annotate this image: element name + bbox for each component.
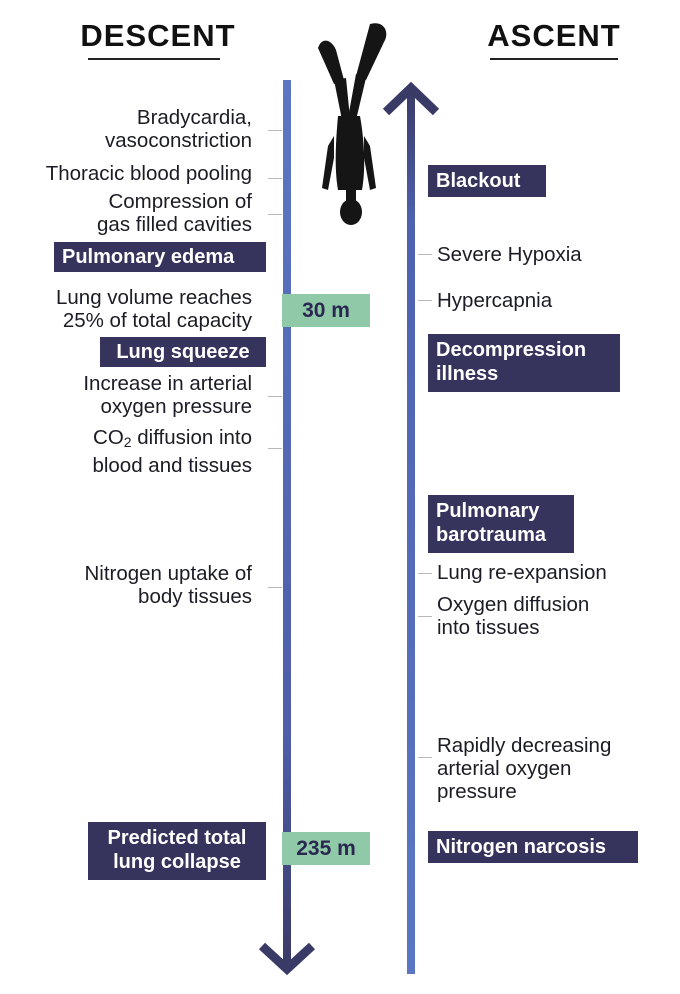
tick: [268, 214, 282, 215]
depth-tag-30m: 30 m: [282, 294, 370, 327]
depth-tag-235m: 235 m: [282, 832, 370, 865]
ascent-arrow: [382, 81, 440, 974]
tick: [418, 757, 432, 758]
descent-item-co2-diffusion: CO2 diffusion into blood and tissues: [92, 426, 252, 477]
ascent-header: ASCENT: [487, 18, 621, 53]
badge-pulmonary-barotrauma: Pulmonary barotrauma: [428, 495, 574, 553]
descent-item-arterial-oxygen: Increase in arterial oxygen pressure: [83, 372, 252, 418]
descent-item-lung-volume: Lung volume reaches 25% of total capacit…: [55, 286, 252, 332]
tick: [418, 300, 432, 301]
descent-item-thoracic-pooling: Thoracic blood pooling: [45, 162, 252, 185]
badge-pulmonary-edema: Pulmonary edema: [54, 242, 266, 272]
descent-item-nitrogen-uptake: Nitrogen uptake of body tissues: [84, 562, 252, 608]
tick: [268, 448, 282, 449]
descent-header: DESCENT: [80, 18, 236, 53]
badge-nitrogen-narcosis: Nitrogen narcosis: [428, 831, 638, 863]
tick: [268, 396, 282, 397]
ascent-item-lung-reexpansion: Lung re-expansion: [437, 561, 607, 584]
tick: [418, 616, 432, 617]
tick: [418, 573, 432, 574]
ascent-item-rapidly-decreasing: Rapidly decreasing arterial oxygen press…: [437, 734, 612, 803]
tick: [268, 178, 282, 179]
tick: [418, 254, 432, 255]
ascent-header-underline: [490, 58, 618, 60]
ascent-item-severe-hypoxia: Severe Hypoxia: [437, 243, 582, 266]
badge-decompression-illness: Decompression illness: [428, 334, 620, 392]
tick: [268, 587, 282, 588]
ascent-item-oxygen-diffusion: Oxygen diffusion into tissues: [437, 593, 590, 639]
tick: [268, 130, 282, 131]
descent-item-compression: Compression of gas filled cavities: [97, 190, 252, 236]
descent-header-underline: [88, 58, 220, 60]
badge-blackout: Blackout: [428, 165, 546, 197]
badge-lung-squeeze: Lung squeeze: [100, 337, 266, 367]
ascent-item-hypercapnia: Hypercapnia: [437, 289, 553, 312]
badge-predicted-lung-collapse: Predicted total lung collapse: [88, 822, 266, 880]
freediver-silhouette-icon: [318, 23, 387, 225]
descent-arrow: [258, 80, 316, 976]
descent-item-bradycardia: Bradycardia, vasoconstriction: [105, 106, 252, 152]
